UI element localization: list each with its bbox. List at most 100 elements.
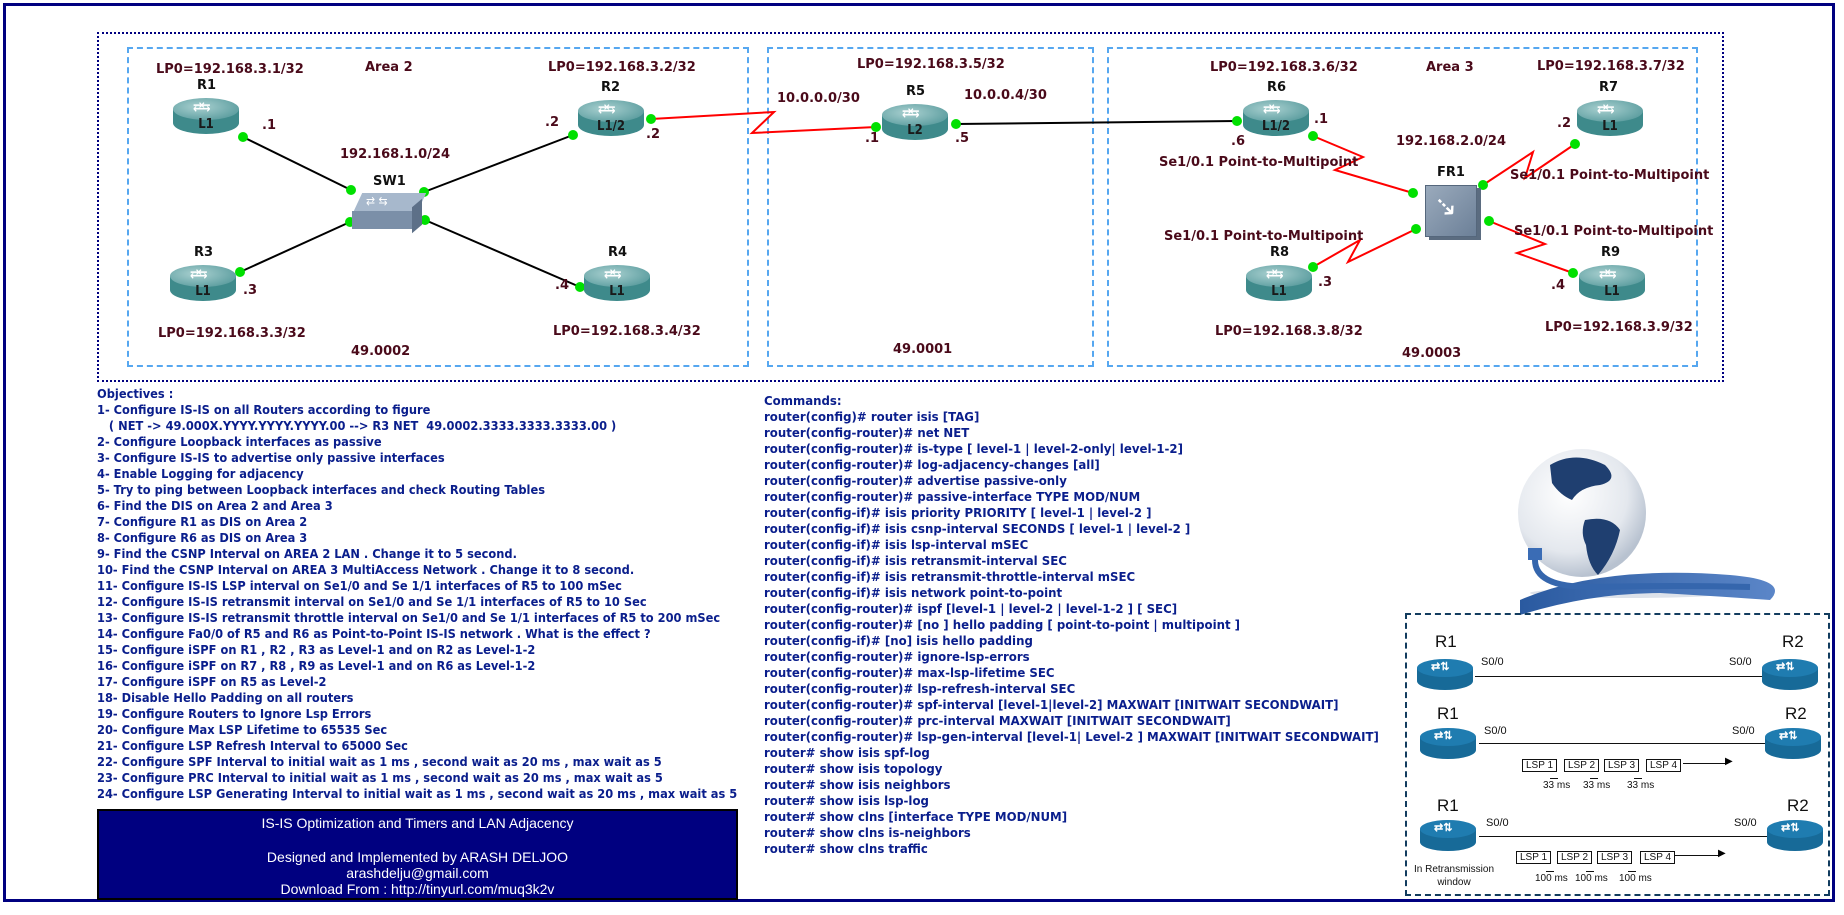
- router-r4[interactable]: ⇄⇆L1: [584, 265, 650, 303]
- area-3-label: Area 3: [1426, 60, 1474, 75]
- loopback-r4: LP0=192.168.3.4/32: [553, 324, 701, 339]
- loopback-r7: LP0=192.168.3.7/32: [1537, 59, 1685, 74]
- ip-r7: .2: [1557, 116, 1571, 131]
- objective-item: 11- Configure IS-IS LSP interval on Se1/…: [97, 578, 622, 593]
- label-r6: R6: [1267, 80, 1287, 95]
- command-item: router(config-router)# net NET: [764, 425, 970, 440]
- router-r7[interactable]: ⇄⇆L1: [1577, 100, 1643, 138]
- row3-gap3: 100 ms: [1619, 873, 1652, 884]
- command-item: router(config-router)# lsp-gen-interval …: [764, 729, 1379, 744]
- row2-lsp1: LSP 1: [1522, 759, 1558, 772]
- objective-item: 7- Configure R1 as DIS on Area 2: [97, 514, 308, 529]
- command-item: router# show clns traffic: [764, 841, 928, 856]
- row2-arrow-line: [1683, 763, 1727, 764]
- objectives-title: Objectives :: [97, 386, 174, 401]
- objective-item: 13- Configure IS-IS retransmit throttle …: [97, 610, 721, 625]
- router-r2[interactable]: ⇄⇆L1/2: [578, 100, 644, 138]
- gap-marker: [1590, 778, 1598, 779]
- loopback-r1: LP0=192.168.3.1/32: [156, 62, 304, 77]
- ip-r4: .4: [555, 278, 569, 293]
- retransmission-note: In Retransmission window: [1413, 864, 1495, 888]
- objective-item: 23- Configure PRC Interval to initial wa…: [97, 770, 663, 785]
- row1-left-if: S0/0: [1481, 656, 1504, 668]
- ip-r5-right: .5: [955, 131, 969, 146]
- router-r1[interactable]: ⇄⇆L1: [173, 98, 239, 136]
- gap-marker: [1586, 871, 1594, 872]
- ip-r3: .3: [243, 283, 257, 298]
- area-3-id: 49.0003: [1402, 346, 1462, 361]
- label-r2: R2: [601, 80, 621, 95]
- loopback-r9: LP0=192.168.3.9/32: [1545, 320, 1693, 335]
- command-item: router# show isis topology: [764, 761, 943, 776]
- objective-item: 4- Enable Logging for adjacency: [97, 466, 304, 481]
- router-r9[interactable]: ⇄⇆L1: [1579, 265, 1645, 303]
- author-email[interactable]: arashdelju@gmail.com: [346, 865, 489, 881]
- row1-link: [1475, 676, 1765, 677]
- port-dots: [235, 114, 1580, 292]
- label-r9: R9: [1601, 245, 1621, 260]
- link-r9-fr1: [1488, 220, 1574, 274]
- loopback-r5: LP0=192.168.3.5/32: [857, 57, 1005, 72]
- router-icon: ⇄⇅: [1420, 728, 1476, 760]
- router-arrows-icon: ⇄⇆: [598, 102, 616, 117]
- objective-item: 8- Configure R6 as DIS on Area 3: [97, 530, 308, 545]
- row3-left-router-name: R1: [1437, 796, 1459, 815]
- command-item: router# show clns is-neighbors: [764, 825, 971, 840]
- ip-r5-left: .1: [865, 131, 879, 146]
- row2-gap1: 33 ms: [1543, 780, 1571, 791]
- row2-right-router-name: R2: [1785, 704, 1807, 723]
- command-item: router(config-router)# prc-interval MAXW…: [764, 713, 1231, 728]
- row3-gap1: 100 ms: [1535, 873, 1568, 884]
- router-icon: ⇄⇅: [1762, 659, 1818, 691]
- router-r6[interactable]: ⇄⇆L1/2: [1243, 100, 1309, 138]
- objectives-list: 1- Configure IS-IS on all Routers accord…: [97, 402, 737, 801]
- globe-icon: [1518, 449, 1775, 615]
- loopback-r2: LP0=192.168.3.2/32: [548, 60, 696, 75]
- row2-lsp2: LSP 2: [1564, 759, 1600, 772]
- row3-gap2: 100 ms: [1575, 873, 1608, 884]
- router-r5[interactable]: ⇄⇆L2: [882, 104, 948, 142]
- objective-item: 17- Configure iSPF on R5 as Level-2: [97, 674, 327, 689]
- gap-marker: [1546, 871, 1554, 872]
- router-arrows-icon: ⇄⇆: [1599, 267, 1617, 282]
- command-item: router(config-if)# [no] isis hello paddi…: [764, 633, 1033, 648]
- command-item: router(config-router)# advertise passive…: [764, 473, 1067, 488]
- row3-left-if: S0/0: [1486, 817, 1509, 829]
- row2-gap2: 33 ms: [1583, 780, 1611, 791]
- router-arrows-icon: ⇄⇆: [1597, 102, 1615, 117]
- row3-lsp1: LSP 1: [1516, 851, 1552, 864]
- switch-sw1[interactable]: ⇄ ⇆: [352, 193, 427, 234]
- command-item: router(config-if)# isis retransmit-throt…: [764, 569, 1136, 584]
- label-sw1: SW1: [373, 174, 406, 189]
- row3-lsp3: LSP 3: [1597, 851, 1633, 864]
- ip-r2-serial: .2: [646, 127, 660, 142]
- frame-relay-switch-fr1[interactable]: ⇢: [1425, 185, 1477, 237]
- row3-right-if: S0/0: [1734, 817, 1757, 829]
- area-2-id: 49.0002: [351, 344, 411, 359]
- link-r2-sw1: [423, 134, 574, 193]
- link-r2-r5-serial: [650, 110, 877, 135]
- command-item: router(config-if)# isis retransmit-inter…: [764, 553, 1067, 568]
- download-link[interactable]: Download From : http://tinyurl.com/muq3k…: [280, 881, 555, 897]
- link-r6-fr1: [1312, 135, 1414, 194]
- row2-link: [1479, 743, 1767, 744]
- router-arrows-icon: ⇄⇆: [604, 267, 622, 282]
- area-1-box: [767, 47, 1094, 367]
- area-1-id: 49.0001: [893, 342, 953, 357]
- area-2-box: [127, 47, 749, 367]
- ip-r1: .1: [262, 118, 276, 133]
- gap-marker: [1628, 871, 1636, 872]
- router-r3[interactable]: ⇄⇆L1: [170, 265, 236, 303]
- router-r8[interactable]: ⇄⇆L1: [1246, 265, 1312, 303]
- objective-item: 16- Configure iSPF on R7 , R8 , R9 as Le…: [97, 658, 536, 673]
- router-arrows-icon: ⇄⇆: [193, 100, 211, 115]
- objective-item: 3- Configure IS-IS to advertise only pas…: [97, 450, 445, 465]
- router-icon: ⇄⇅: [1417, 659, 1473, 691]
- ip-r9: .4: [1551, 278, 1565, 293]
- link-r1-sw1: [242, 136, 352, 191]
- command-item: router(config-router)# passive-interface…: [764, 489, 1141, 504]
- ip-r2-lan: .2: [545, 115, 559, 130]
- label-r3: R3: [194, 245, 214, 260]
- ip-r8: .3: [1318, 275, 1332, 290]
- gap-marker: [1550, 778, 1558, 779]
